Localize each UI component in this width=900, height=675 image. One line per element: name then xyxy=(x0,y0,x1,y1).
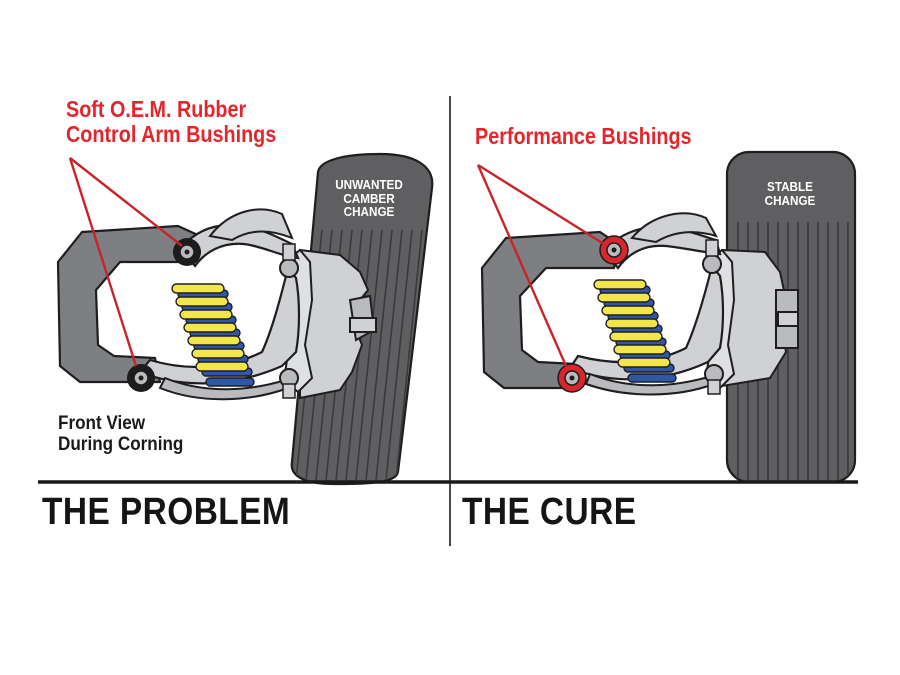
stable-change-label: STABLE CHANGE xyxy=(754,180,826,207)
chassis-frame xyxy=(56,224,202,384)
callout-line-2: Control Arm Bushings xyxy=(66,120,277,147)
tire-label-line-1: STABLE xyxy=(767,179,813,194)
tire-label-line-2: CAMBER xyxy=(343,190,395,206)
unwanted-camber-label: UNWANTED CAMBER CHANGE xyxy=(334,178,404,219)
tire-label-line-3: CHANGE xyxy=(343,204,395,220)
upper-ball-joint xyxy=(279,258,299,278)
cure-title: THE CURE xyxy=(462,491,637,533)
axle-stub xyxy=(349,317,377,333)
right-panel-cure xyxy=(476,150,857,484)
callout-lines xyxy=(476,163,605,367)
upper-arm-rear-link xyxy=(208,208,294,242)
lower-oem-bushing xyxy=(127,364,155,392)
tire-label-line-1: UNWANTED xyxy=(335,177,403,192)
coil-spring xyxy=(171,283,255,387)
caption-line-2: During Corning xyxy=(58,433,184,455)
upper-arm-rear-link xyxy=(630,212,719,244)
callout-lines xyxy=(68,157,183,367)
axle-stub xyxy=(777,311,799,327)
performance-bushing-callout: Performance Bushings xyxy=(475,123,692,149)
upper-ball-joint xyxy=(702,254,722,274)
coil-spring xyxy=(593,279,677,383)
tire-label-line-2: CHANGE xyxy=(764,192,816,208)
caption-line-1: Front View xyxy=(58,413,146,434)
callout-line-1: Soft O.E.M. Rubber xyxy=(66,96,247,122)
oem-bushing-callout: Soft O.E.M. Rubber Control Arm Bushings xyxy=(66,97,276,147)
front-view-caption: Front View During Corning xyxy=(58,413,184,455)
upper-performance-bushing xyxy=(599,235,629,265)
lower-performance-bushing xyxy=(557,363,587,393)
left-panel-problem xyxy=(56,152,434,486)
problem-title: THE PROBLEM xyxy=(42,491,291,533)
chassis-frame xyxy=(480,230,620,390)
